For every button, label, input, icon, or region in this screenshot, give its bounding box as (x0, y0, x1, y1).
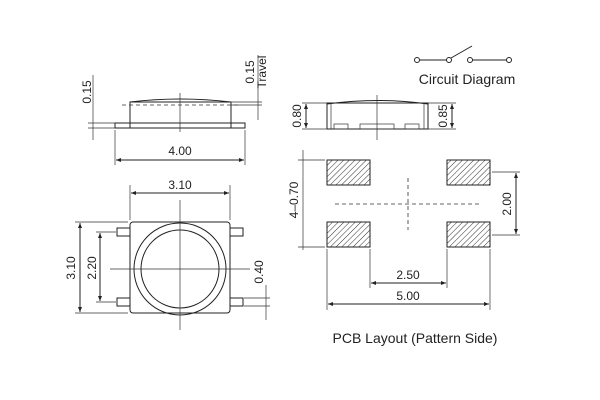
end-view: 0.80 0.85 (290, 95, 456, 140)
pad-top-left (326, 159, 371, 186)
dim-left-inner: 2.20 (85, 256, 99, 280)
circuit-label: Circuit Diagram (419, 71, 515, 87)
pcb-label: PCB Layout (Pattern Side) (333, 330, 498, 346)
pad-bottom-left (326, 221, 371, 248)
dim-pad: 4–0.70 (287, 181, 301, 218)
dim-travel: 0.15 (243, 60, 257, 84)
top-view: 3.10 3.10 2.20 0.40 (64, 178, 270, 330)
pcb-layout: 4–0.70 2.00 2.50 5.00 PCB Layout (Patter… (287, 150, 520, 346)
dim-outer-h: 5.00 (396, 289, 420, 303)
dim-top-width: 3.10 (168, 178, 192, 192)
dim-inner-h: 2.50 (396, 268, 420, 282)
travel-label: Travel (255, 56, 269, 89)
pad-bottom-right (446, 221, 491, 248)
dim-width: 4.00 (168, 144, 192, 158)
dim-left-outer: 3.10 (64, 256, 78, 280)
dim-pin: 0.40 (252, 260, 266, 284)
dim-height-left: 0.80 (290, 104, 304, 128)
side-view: 4.00 0.15 0.15 Travel (80, 55, 269, 165)
dim-height-right: 0.85 (436, 104, 450, 128)
circuit-diagram: Circuit Diagram (414, 45, 515, 87)
dim-offset: 0.15 (80, 80, 94, 104)
pad-top-right (446, 159, 491, 186)
dim-pitch-v: 2.00 (500, 192, 514, 216)
